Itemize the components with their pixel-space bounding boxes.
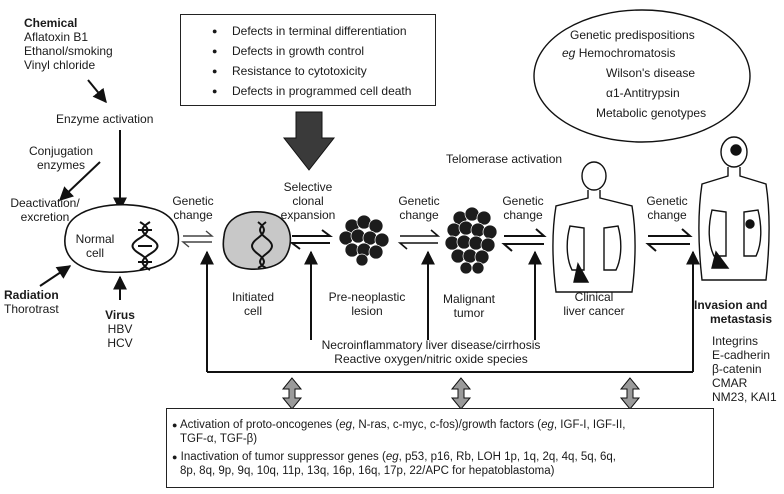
invasion-item-2: E-cadherin (712, 348, 771, 362)
genetic-predisposition-2: Wilson's disease (606, 66, 695, 80)
necro-label-1: Necroinflammatory liver disease/cirrhosi… (321, 338, 541, 352)
equilibrium-arrow-2 (289, 229, 333, 250)
radiation-item: Thorotrast (4, 302, 59, 316)
initiated-dna-icon (251, 221, 273, 269)
malignant-label-1: Malignant (442, 292, 496, 306)
genetic-predisposition-3: α1-Antitrypsin (606, 86, 680, 100)
invasion-title-1: Invasion and (694, 298, 768, 312)
dna-helix-icon (131, 221, 159, 271)
genetic-predispositions-ellipse (533, 9, 751, 143)
metastasis-torso-icon (698, 136, 770, 281)
selective-label-1: Selective (283, 180, 333, 194)
virus-title: Virus (105, 308, 135, 322)
radiation-arrow (39, 265, 72, 287)
equilibrium-arrow-3 (397, 229, 441, 250)
bottom-line-3: ● Inactivation of tumor suppressor genes… (172, 451, 616, 463)
conjugation-label-2: enzymes (36, 158, 86, 172)
genetic-change-2b: change (399, 208, 439, 222)
genetic-change-1b: change (173, 208, 213, 222)
invasion-item-4: CMAR (712, 376, 748, 390)
chemical-item-2: Ethanol/smoking (24, 44, 113, 58)
big-down-arrow (282, 111, 336, 171)
defect-item-4: Defects in programmed cell death (212, 84, 411, 98)
preneoplastic-cluster (338, 214, 390, 267)
genetic-change-3b: change (503, 208, 543, 222)
genetic-change-3a: Genetic (502, 194, 544, 208)
bottom-genes-box (166, 408, 714, 488)
deactivation-label-1: Deactivation/ (10, 196, 80, 210)
double-arrow-left (281, 377, 303, 410)
normal-cell-label-1: Normal (75, 232, 115, 246)
double-arrow-mid (450, 377, 472, 410)
chemical-item-1: Aflatoxin B1 (24, 30, 89, 44)
conjugation-label-1: Conjugation (28, 144, 94, 158)
genetic-change-4b: change (647, 208, 687, 222)
invasion-item-5: NM23, KAI1 (712, 390, 777, 404)
genetic-change-2a: Genetic (398, 194, 440, 208)
initiated-label-2: cell (243, 304, 262, 318)
equilibrium-arrow-4 (501, 228, 547, 252)
genetic-predisposition-4: Metabolic genotypes (596, 106, 707, 120)
virus-item-1: HBV (107, 322, 133, 336)
invasion-item-3: β-catenin (712, 362, 762, 376)
equilibrium-arrow-5 (645, 228, 693, 252)
invasion-title-2: metastasis (710, 312, 773, 326)
enzyme-activation-label: Enzyme activation (56, 112, 154, 126)
clinical-label-2: liver cancer (563, 304, 625, 318)
clinical-torso-icon (552, 161, 636, 293)
defect-item-1: Defects in terminal differentiation (212, 24, 406, 38)
normal-cell-label-2: cell (85, 246, 104, 260)
defect-item-3: Resistance to cytotoxicity (212, 64, 367, 78)
selective-label-3: expansion (280, 208, 336, 222)
telomerase-label: Telomerase activation (446, 152, 563, 166)
selective-label-2: clonal (292, 194, 324, 208)
invasion-item-1: Integrins (712, 334, 759, 348)
chemical-item-3: Vinyl chloride (24, 58, 96, 72)
preneoplastic-label-2: lesion (351, 304, 383, 318)
malignant-cluster (444, 206, 498, 275)
chemical-arrow (87, 79, 107, 104)
defect-item-2: Defects in growth control (212, 44, 364, 58)
initiated-cell-shape (222, 211, 292, 270)
genetic-change-4a: Genetic (646, 194, 688, 208)
initiated-label-1: Initiated (231, 290, 275, 304)
bottom-line-1: ● Activation of proto-oncogenes (eg, N-r… (172, 419, 626, 431)
preneoplastic-label-1: Pre-neoplastic (328, 290, 406, 304)
bottom-line-4: 8p, 8q, 9p, 9q, 10q, 11p, 13q, 16p, 16q,… (180, 465, 555, 477)
radiation-title: Radiation (4, 288, 59, 302)
normal-cell-shape (64, 203, 180, 273)
deactivation-label-2: excretion (20, 210, 70, 224)
necro-label-2: Reactive oxygen/nitric oxide species (334, 352, 528, 366)
double-arrow-right (619, 377, 641, 410)
equilibrium-arrow-1 (181, 230, 214, 248)
conjugation-arrow (58, 161, 101, 201)
clinical-label-1: Clinical (574, 290, 614, 304)
virus-item-2: HCV (107, 336, 133, 350)
genetic-predispositions-title: Genetic predispositions (570, 28, 695, 42)
genetic-change-1a: Genetic (172, 194, 214, 208)
chemical-title: Chemical (24, 16, 78, 30)
malignant-label-2: tumor (453, 306, 485, 320)
genetic-predisposition-first: eg Hemochromatosis (562, 46, 676, 60)
bottom-line-2: TGF-α, TGF-β) (180, 433, 258, 445)
